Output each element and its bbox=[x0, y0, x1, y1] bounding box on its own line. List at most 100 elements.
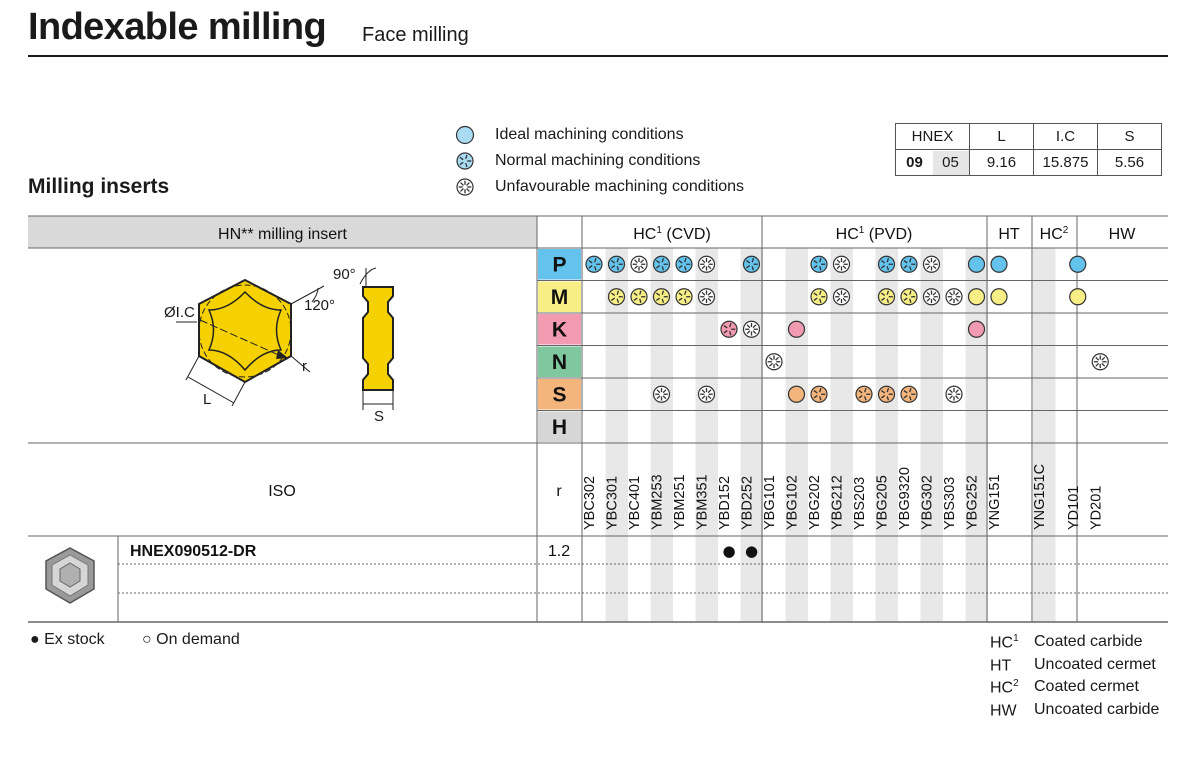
mark-spoke bbox=[707, 389, 712, 394]
condition-mark bbox=[990, 255, 1008, 273]
label-angle-120: 120° bbox=[304, 297, 336, 314]
normal-circle-icon bbox=[675, 255, 693, 273]
condition-mark bbox=[877, 288, 896, 306]
designation-bold: 09 bbox=[906, 153, 923, 171]
angle-arc bbox=[311, 287, 319, 303]
condition-mark bbox=[742, 255, 761, 273]
grade-label: YBS303 bbox=[942, 477, 958, 530]
l-dim bbox=[187, 376, 235, 404]
grade-legend-code: HW bbox=[990, 701, 1017, 719]
mark-spoke bbox=[751, 266, 755, 271]
mark-spoke bbox=[955, 297, 959, 302]
condition-mark bbox=[855, 385, 873, 403]
ideal-circle-icon bbox=[455, 125, 475, 145]
insert-drawing bbox=[176, 267, 394, 410]
mark-spoke bbox=[633, 297, 638, 301]
mark-spoke bbox=[459, 161, 464, 166]
mark-spoke bbox=[881, 395, 886, 399]
mark-spoke bbox=[932, 259, 937, 264]
material-n-box bbox=[538, 346, 581, 377]
mark-spoke bbox=[460, 188, 464, 192]
mark-spoke bbox=[881, 292, 886, 296]
mark-spoke bbox=[656, 297, 661, 301]
mark-spoke bbox=[465, 162, 468, 168]
group-header: HW bbox=[1109, 226, 1137, 243]
mark-spoke bbox=[903, 297, 908, 301]
mark-spoke bbox=[881, 265, 886, 269]
mark-spoke bbox=[1101, 356, 1106, 361]
mark-spoke bbox=[819, 258, 822, 263]
grade-label: YBG202 bbox=[807, 475, 823, 530]
mark-spoke bbox=[751, 258, 755, 263]
mark-spoke bbox=[769, 362, 773, 367]
stock-mark: ● bbox=[745, 542, 758, 560]
mark-spoke bbox=[813, 297, 818, 301]
mark-spoke bbox=[746, 324, 751, 329]
normal-circle-icon bbox=[456, 152, 474, 170]
normal-circle-icon bbox=[877, 385, 896, 403]
grade-legend-row: HW Uncoated carbide bbox=[990, 701, 1159, 724]
material-m-box bbox=[538, 281, 581, 312]
mark-spoke bbox=[633, 292, 638, 296]
legend-normal: Normal machining conditions bbox=[454, 149, 700, 173]
material-h-letter: H bbox=[552, 416, 567, 439]
condition-mark bbox=[810, 385, 828, 403]
stock-mark: ● bbox=[722, 542, 735, 560]
grade-label: YBD152 bbox=[717, 476, 733, 530]
material-m-letter: M bbox=[551, 286, 569, 309]
normal-circle-icon bbox=[900, 255, 918, 273]
grade-label: YBC401 bbox=[627, 476, 643, 530]
group-header: HC2 bbox=[1040, 225, 1069, 243]
mark-spoke bbox=[886, 290, 890, 295]
grade-label: YD101 bbox=[1066, 486, 1082, 530]
column-stripe bbox=[650, 248, 673, 622]
mark-spoke bbox=[661, 258, 665, 263]
condition-mark bbox=[652, 385, 671, 403]
grade-legend-label: Uncoated cermet bbox=[1034, 655, 1156, 673]
grade-label: YBC301 bbox=[605, 476, 621, 530]
l-ext-1 bbox=[185, 355, 200, 381]
material-n-letter: N bbox=[552, 351, 567, 374]
mark-spoke bbox=[466, 188, 470, 192]
insert-ic-circle bbox=[198, 284, 292, 378]
mark-spoke bbox=[886, 258, 890, 263]
mark-spoke bbox=[611, 292, 616, 296]
condition-mark bbox=[675, 288, 693, 306]
mark-spoke bbox=[707, 297, 712, 302]
size-value-l: 9.16 bbox=[969, 149, 1034, 176]
mark-spoke bbox=[729, 323, 732, 328]
condition-mark bbox=[697, 288, 716, 306]
mark-spoke bbox=[701, 395, 706, 400]
group-header: HC1 (CVD) bbox=[633, 225, 711, 243]
mark-spoke bbox=[949, 395, 953, 400]
mark-spoke bbox=[926, 297, 931, 302]
mark-spoke bbox=[881, 297, 886, 301]
ideal-circle-icon bbox=[990, 255, 1008, 273]
legend-unfavourable-label: Unfavourable machining conditions bbox=[495, 178, 745, 195]
insert-chipbreaker bbox=[207, 290, 283, 372]
insert-header-band bbox=[28, 216, 537, 248]
mark-spoke bbox=[836, 259, 841, 264]
condition-mark bbox=[720, 320, 738, 338]
mark-spoke bbox=[701, 265, 706, 270]
mark-spoke bbox=[707, 265, 712, 270]
mark-spoke bbox=[955, 395, 959, 400]
condition-mark bbox=[945, 385, 963, 403]
grade-label: YD201 bbox=[1088, 486, 1104, 530]
normal-circle-icon bbox=[900, 288, 918, 306]
normal-circle-icon bbox=[652, 288, 671, 306]
ex-stock-label: Ex stock bbox=[44, 631, 105, 648]
mark-spoke bbox=[466, 182, 470, 186]
condition-mark bbox=[1069, 288, 1087, 306]
condition-mark bbox=[1069, 255, 1087, 273]
mark-spoke bbox=[707, 259, 712, 264]
condition-mark bbox=[630, 255, 648, 273]
mark-spoke bbox=[836, 297, 841, 302]
title-rule bbox=[28, 55, 1168, 57]
column-stripe bbox=[740, 248, 763, 622]
mark-spoke bbox=[903, 265, 908, 269]
grade-legend-row: HC2 Coated cermet bbox=[990, 678, 1159, 701]
angle90-arc bbox=[359, 267, 377, 285]
product-code: HNEX090512-DR bbox=[130, 543, 257, 560]
grade-label: YBG9320 bbox=[897, 467, 913, 530]
